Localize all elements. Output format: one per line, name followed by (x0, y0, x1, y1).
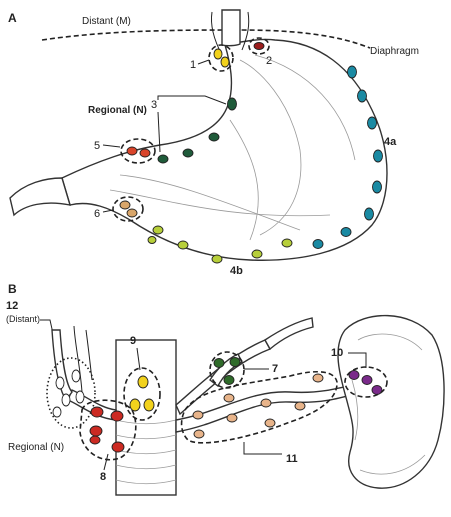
label-9: 9 (130, 335, 136, 347)
diaphragm-label: Diaphragm (370, 46, 419, 57)
lymph-node-group8 (90, 436, 100, 444)
distant-label-b: (Distant) (6, 314, 40, 324)
lymph-node-group4a (358, 90, 367, 102)
label-2: 2 (266, 55, 272, 67)
label-12: 12 (6, 300, 18, 312)
lymph-node-group6 (120, 201, 130, 209)
lymph-node-group7 (214, 359, 224, 368)
panel-a-letter: A (8, 11, 17, 25)
label-4a: 4a (384, 136, 397, 148)
lymph-node-group8 (112, 442, 124, 452)
leader-line (103, 145, 120, 147)
lymph-node-group4b (153, 226, 163, 234)
lymph-node-group11 (265, 419, 275, 427)
distant-label: Distant (M) (82, 16, 131, 27)
lymph-node-group7 (230, 358, 240, 367)
esophagus (222, 10, 240, 46)
duodenum (10, 178, 70, 215)
lymph-node-group12 (72, 370, 80, 382)
lymph-node-group9 (138, 376, 148, 388)
lymph-node-group4a (368, 117, 377, 129)
leader-line (158, 96, 226, 104)
lymph-node-group11 (295, 402, 305, 410)
panel-b-letter: B (8, 282, 17, 296)
lymph-node-group6 (127, 209, 137, 217)
label-11: 11 (286, 453, 298, 465)
lymph-node-group8 (90, 426, 102, 436)
label-3: 3 (151, 99, 157, 111)
spleen (338, 316, 444, 489)
lymph-node-group10 (362, 376, 372, 385)
lymph-node-group12 (62, 394, 70, 406)
lymph-node-group4a (373, 181, 382, 193)
label-1: 1 (190, 59, 196, 71)
label-10: 10 (331, 347, 343, 359)
diaphragm-line (42, 30, 370, 48)
aorta (116, 340, 176, 495)
lymph-node-group4a (365, 208, 374, 220)
lymph-node-group4b (212, 255, 222, 263)
vessel-branch (52, 330, 72, 400)
lymph-node-group1 (214, 49, 222, 59)
lymph-node-group4a (348, 66, 357, 78)
regional-label: Regional (N) (88, 105, 147, 116)
lymph-node-group4b (282, 239, 292, 247)
label-6: 6 (94, 208, 100, 220)
label-5: 5 (94, 140, 100, 152)
lymph-node-group11 (261, 399, 271, 407)
lymph-node-group4b (252, 250, 262, 258)
lymph-node-group4b (148, 237, 156, 244)
lymph-node-group11 (194, 430, 204, 438)
lymph-node-group4a (341, 228, 351, 237)
lymph-node-group7 (224, 376, 234, 385)
leader-line (244, 442, 282, 454)
label-7: 7 (272, 363, 278, 375)
lymph-node-group4a (313, 240, 323, 249)
lymph-node-group11 (224, 394, 234, 402)
vessel-branch (265, 318, 313, 349)
lymph-node-group9 (144, 399, 154, 411)
leader-line (198, 60, 209, 64)
lymph-node-group11 (313, 374, 323, 382)
lymph-node-group12 (76, 391, 84, 403)
lymph-node-group2 (254, 43, 264, 50)
lymph-node-group8 (111, 411, 123, 421)
lymph-node-group4b (178, 241, 188, 249)
lymph-node-group10 (372, 386, 382, 395)
leader-line (104, 454, 108, 470)
lymph-node-group11 (193, 411, 203, 419)
label-4b: 4b (230, 265, 243, 277)
lymph-node-group4a (374, 150, 383, 162)
regional-label-b: Regional (N) (8, 442, 64, 453)
lymph-node-group5 (127, 147, 137, 155)
lymph-node-group12 (56, 377, 64, 389)
lymph-node-group3 (228, 98, 237, 110)
stomach (62, 39, 387, 260)
hepatic-artery (68, 390, 116, 420)
lymph-node-group1 (221, 57, 229, 67)
lymph-node-group3 (209, 133, 219, 141)
lymph-node-group11 (227, 414, 237, 422)
lymph-node-group12 (53, 407, 61, 417)
lymph-node-group3 (183, 149, 193, 157)
lymph-node-group8 (91, 407, 103, 417)
lymph-node-group9 (130, 399, 140, 411)
lymph-node-group3 (158, 155, 168, 163)
vessel (86, 330, 92, 380)
label-8: 8 (100, 471, 106, 483)
lymph-node-group5 (140, 149, 150, 157)
